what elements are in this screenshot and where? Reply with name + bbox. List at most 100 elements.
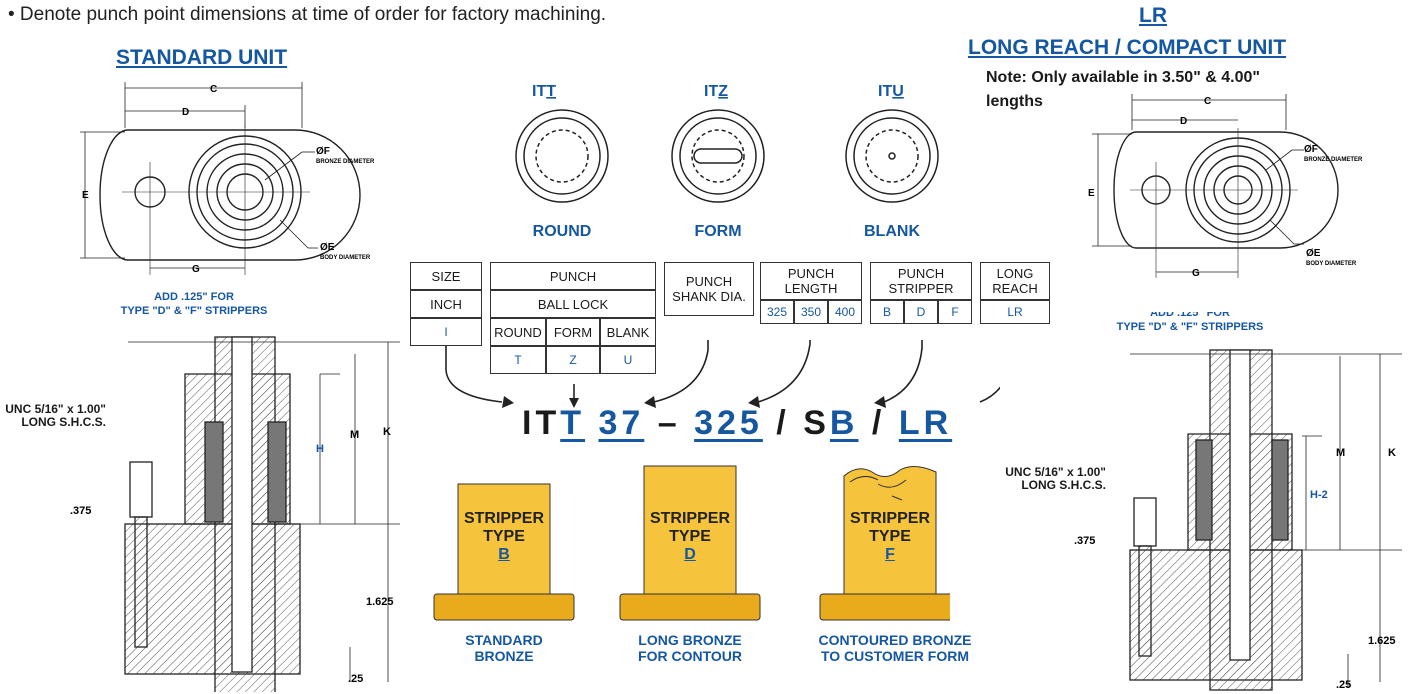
stripper-d-cap1: LONG BRONZE — [638, 632, 742, 648]
code-dash: – — [657, 404, 681, 442]
stripper-h2: STRIPPER — [888, 281, 954, 296]
stripper-header: PUNCH STRIPPER — [870, 262, 972, 300]
dim-m-lr: M — [1336, 447, 1345, 459]
length-h2: LENGTH — [784, 281, 838, 296]
stripper-graphics — [433, 465, 950, 621]
stripper-d-l2: TYPE — [669, 528, 711, 545]
stripper-d-type: D — [684, 546, 696, 563]
ball-lock-header: BALL LOCK — [490, 290, 656, 318]
stripper-f-cap1: CONTOURED BRONZE — [818, 632, 972, 648]
dim-of: ØF — [316, 146, 330, 157]
stripper-f-caption: CONTOURED BRONZE TO CUSTOMER FORM — [810, 632, 980, 664]
lr-dim-d: D — [1180, 116, 1187, 127]
type-code-u: ITU — [878, 83, 904, 100]
lr-dim-e: E — [1088, 188, 1095, 199]
punch-header: PUNCH — [490, 262, 656, 290]
col-round: ROUND — [490, 318, 546, 346]
dim-c: C — [210, 84, 217, 95]
size-header: SIZE — [410, 262, 482, 290]
val-z: Z — [546, 346, 600, 374]
dim-1625-lr: 1.625 — [1368, 635, 1396, 647]
dim-e: E — [82, 190, 89, 201]
len-350: 350 — [794, 300, 828, 324]
stripper-f-text: STRIPPER TYPE F — [844, 510, 936, 564]
dim-375-std: .375 — [70, 505, 91, 517]
callout-line1-std: ADD .125" FOR — [154, 292, 234, 303]
dim-k-lr: K — [1388, 447, 1396, 459]
dim-375-lr: .375 — [1074, 535, 1095, 547]
code-slash-1: / — [776, 404, 790, 442]
reach-group: LONG REACH LR — [980, 262, 1050, 324]
standard-section-view: ADD .125" FOR TYPE "D" & "F" STRIPPERS H… — [70, 292, 400, 692]
lr-availability-note: Note: Only available in 3.50" & 4.00" le… — [986, 69, 1260, 110]
stripper-f-l1: STRIPPER — [849, 510, 930, 527]
lr-dim-g: G — [1192, 268, 1200, 279]
standard-plan-view: C D E G ØF BRONZE DIAMETER ØE BODY DIAME… — [80, 82, 375, 275]
type-code-z: ITZ — [704, 83, 728, 100]
dim-h2-lr: H-2 — [1310, 489, 1328, 501]
stripper-h1: PUNCH — [897, 266, 945, 281]
lr-dim-of: ØF — [1304, 144, 1318, 155]
stripper-b-caption: STANDARD BRONZE — [434, 632, 574, 664]
strip-b: B — [870, 300, 904, 324]
stripper-b-cap1: STANDARD — [465, 632, 543, 648]
dim-k-std: K — [383, 426, 391, 438]
shank-header: PUNCH SHANK DIA. — [664, 262, 754, 316]
order-code: ITT 37 – 325 / SB / LR — [522, 404, 952, 443]
stripper-b-l2: TYPE — [483, 528, 525, 545]
callout-line2-std: TYPE "D" & "F" STRIPPERS — [121, 305, 268, 317]
len-400: 400 — [828, 300, 862, 324]
type-code-t: ITT — [532, 83, 556, 100]
factory-note: • Denote punch point dimensions at time … — [8, 4, 607, 25]
stripper-d-cap2: FOR CONTOUR — [638, 648, 742, 664]
code-it: IT — [522, 404, 561, 442]
stripper-f-cap2: TO CUSTOMER FORM — [820, 648, 970, 664]
val-u: U — [600, 346, 656, 374]
code-type: T — [560, 404, 585, 442]
code-s: S — [803, 404, 830, 442]
stripper-d-caption: LONG BRONZE FOR CONTOUR — [620, 632, 760, 664]
col-blank: BLANK — [600, 318, 656, 346]
dim-oe-sub: BODY DIAMETER — [320, 255, 371, 261]
dim-oe: ØE — [320, 242, 335, 253]
code-stripper: B — [829, 404, 859, 442]
lr-code-title: LR — [1139, 4, 1167, 27]
dim-of-sub: BRONZE DIAMETER — [316, 159, 375, 165]
standard-unit-title: STANDARD UNIT — [116, 46, 288, 69]
strip-d: D — [904, 300, 938, 324]
stripper-b-text: STRIPPER TYPE B — [458, 510, 550, 564]
stripper-b-cap2: BRONZE — [474, 648, 534, 664]
lr-dim-oe: ØE — [1306, 248, 1321, 259]
val-t: T — [490, 346, 546, 374]
code-length: 325 — [694, 404, 763, 442]
reach-h2: REACH — [992, 281, 1038, 296]
shank-h1: PUNCH — [685, 274, 733, 289]
length-header: PUNCH LENGTH — [760, 262, 862, 300]
dim-g: G — [192, 264, 200, 275]
dim-m-std: M — [350, 429, 359, 441]
lr-dim-c: C — [1204, 96, 1211, 107]
dim-1625-std: 1.625 — [366, 596, 394, 608]
reach-value: LR — [980, 300, 1050, 324]
size-group: SIZE INCH I — [410, 262, 482, 346]
type-label-round: ROUND — [533, 223, 592, 240]
type-label-blank: BLANK — [864, 223, 920, 240]
size-value: I — [410, 318, 482, 346]
lr-section-view: ADD .125" FOR TYPE "D" & "F" STRIPPERS H… — [1074, 312, 1402, 691]
table-arrows — [445, 340, 1000, 408]
strip-f: F — [938, 300, 972, 324]
type-label-form: FORM — [694, 223, 741, 240]
stripper-b-l1: STRIPPER — [463, 510, 544, 527]
dim-h-std: H — [316, 443, 324, 455]
stripper-f-l2: TYPE — [869, 528, 911, 545]
shank-h2: SHANK DIA. — [672, 289, 746, 304]
shcs-label-std: UNC 5/16" x 1.00" LONG S.H.C.S. — [5, 402, 106, 429]
shcs-label-lr: UNC 5/16" x 1.00" LONG S.H.C.S. — [1005, 465, 1106, 492]
dim-d: D — [182, 107, 189, 118]
callout-line1-lr: ADD .125" FOR — [1150, 312, 1230, 319]
len-325: 325 — [760, 300, 794, 324]
dim-25-std: .25 — [348, 673, 363, 685]
dim-25-lr: .25 — [1336, 679, 1351, 691]
callout-line2-lr: TYPE "D" & "F" STRIPPERS — [1117, 321, 1264, 333]
reach-h1: LONG — [996, 266, 1034, 281]
